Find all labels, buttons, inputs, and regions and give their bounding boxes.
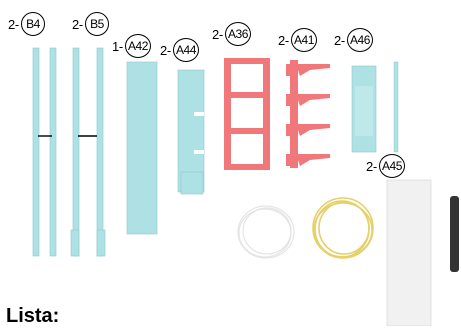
label-qty: 2- — [72, 16, 83, 32]
part-a41-brackets — [286, 60, 330, 168]
part-a44-plates — [177, 69, 205, 195]
part-b4-rods — [32, 47, 57, 257]
part-code-circle: A46 — [346, 28, 373, 52]
part-a45-rod — [393, 61, 399, 153]
label-a46: 2- A46 — [334, 28, 373, 52]
label-qty: 2- — [334, 32, 345, 48]
yellow-cable-coil — [312, 197, 374, 259]
label-a41: 2- A41 — [278, 28, 317, 52]
list-heading: Lista: — [6, 305, 60, 327]
label-a36: 2- A36 — [212, 22, 251, 46]
dark-stick — [450, 196, 459, 272]
part-code-circle: A41 — [290, 28, 317, 52]
label-qty: 2- — [278, 32, 289, 48]
white-wire-coil — [237, 205, 295, 259]
label-b4: 2- B4 — [8, 12, 45, 36]
label-a44: 2- A44 — [160, 38, 199, 62]
label-qty: 1- — [112, 38, 123, 54]
part-code-circle: A36 — [224, 22, 251, 46]
part-code-circle: B5 — [84, 12, 109, 36]
label-qty: 2- — [366, 158, 377, 174]
part-a36-frame — [224, 58, 270, 170]
part-code-circle: B4 — [20, 12, 45, 36]
part-a46-plates — [351, 65, 377, 153]
part-a42-plate — [126, 61, 158, 235]
part-code-circle: A42 — [124, 34, 151, 58]
white-board — [386, 179, 432, 326]
label-b5: 2- B5 — [72, 12, 109, 36]
part-b5-rods — [70, 47, 106, 257]
label-qty: 2- — [212, 26, 223, 42]
label-a45: 2- A45 — [366, 154, 405, 178]
part-code-circle: A45 — [378, 154, 405, 178]
label-qty: 2- — [160, 42, 171, 58]
label-a42: 1- A42 — [112, 34, 151, 58]
part-code-circle: A44 — [172, 38, 199, 62]
label-qty: 2- — [8, 16, 19, 32]
